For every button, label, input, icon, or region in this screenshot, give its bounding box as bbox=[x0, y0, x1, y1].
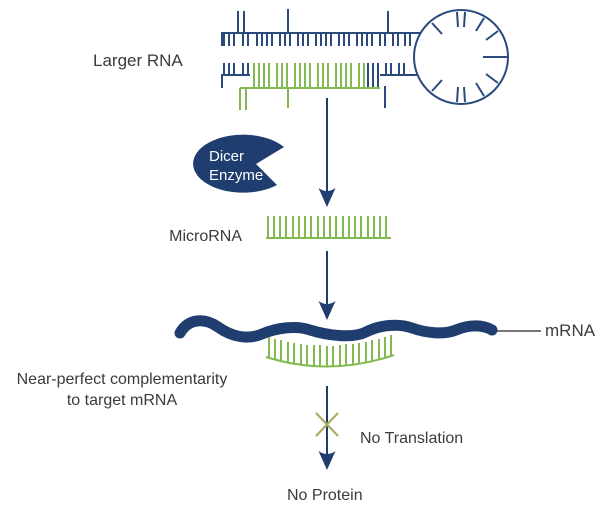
mrna-wave bbox=[174, 315, 498, 343]
no-translation-label: No Translation bbox=[360, 430, 464, 447]
complementarity-label: Near-perfect complementarity to target m… bbox=[6, 369, 238, 411]
complementarity-label-line2: to target mRNA bbox=[66, 392, 178, 409]
dicer-enzyme-label-line2: Enzyme bbox=[209, 167, 264, 184]
hairpin-bottom-left-ticks bbox=[223, 63, 249, 75]
hairpin-top-strand bbox=[221, 32, 421, 46]
microrna-strand bbox=[266, 216, 391, 239]
hairpin-top-ticks bbox=[223, 33, 411, 46]
hairpin-top-overhang-ticks bbox=[237, 9, 389, 33]
hairpin-microrna-strand bbox=[239, 63, 380, 110]
loop-radial-ticks bbox=[431, 11, 508, 103]
bound-microrna-ticks bbox=[268, 335, 392, 367]
hairpin-bottom-strand-left bbox=[221, 74, 250, 88]
binding-arrow-icon bbox=[318, 251, 336, 320]
hairpin-green-ticks bbox=[253, 63, 365, 88]
no-translation-arrow-icon bbox=[318, 386, 336, 470]
hairpin-bottom-right-ticks bbox=[367, 63, 405, 88]
x-mark-icon bbox=[315, 412, 339, 437]
bound-microrna-strand bbox=[265, 335, 395, 368]
microrna-label: MicroRNA bbox=[169, 228, 242, 245]
dicer-enzyme-label: Dicer Enzyme bbox=[209, 147, 263, 185]
hairpin-loop bbox=[413, 9, 509, 105]
dicer-enzyme-label-line1: Dicer bbox=[209, 148, 245, 165]
complementarity-label-line1: Near-perfect complementarity bbox=[16, 371, 228, 388]
microrna-ticks bbox=[267, 216, 387, 238]
larger-rna-hairpin bbox=[221, 9, 421, 108]
larger-rna-label: Larger RNA bbox=[93, 51, 183, 70]
mrna-label: mRNA bbox=[545, 321, 596, 340]
no-protein-label: No Protein bbox=[287, 487, 363, 504]
processing-arrow-icon bbox=[318, 98, 336, 207]
hairpin-green-overhang-ticks bbox=[239, 88, 289, 110]
bound-microrna-baseline bbox=[265, 354, 395, 368]
dicer-enzyme-blob bbox=[193, 134, 284, 193]
